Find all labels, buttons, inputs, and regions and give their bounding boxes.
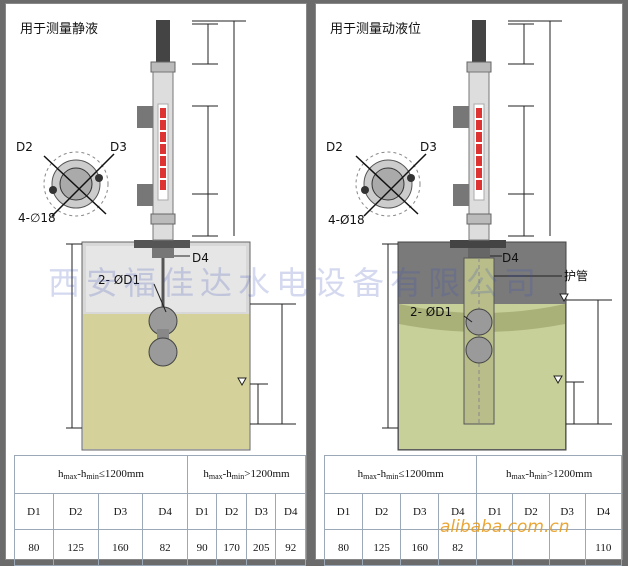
holes-label: 4-Ø18 [328,213,365,227]
d1-label: 2- ØD1 [98,273,140,287]
column-header: D3 [97,493,144,530]
level-marker-top [559,293,569,303]
magnetic-flaps [476,108,482,190]
flange-neck [468,248,490,258]
dimension-table: hmax-hmin≤1200mm hmax-hmin>1200mm D1 D2 … [14,455,307,566]
table-cell: 80 [323,529,364,566]
guard-label: 护管 [564,268,588,283]
range-small-header: hmax-hmin≤1200mm [323,455,478,494]
static-gauge-diagram: D2 D3 4-∅18 D4 2- ØD1 [16,20,296,451]
panel-title: 用于测量动液位 [330,22,422,37]
column-header: D3 [548,493,586,530]
dynamic-liquid-panel: 用于测量动液位 [316,4,623,566]
d1-leader [153,283,167,313]
column-header: D2 [512,493,550,530]
column-header: D1 [186,493,218,530]
table-cell: 205 [245,529,277,566]
d4-label: D4 [502,251,519,265]
column-header: D2 [52,493,99,530]
table-cell: 82 [142,529,188,566]
flange [134,240,190,248]
column-header: D4 [142,493,188,530]
range-large-header: hmax-hmin>1200mm [186,455,307,494]
level-marker [237,377,247,387]
float [465,308,493,364]
column-header: D4 [438,493,478,530]
table-cell: 92 [275,529,306,566]
gauge-body [137,20,176,241]
level-marker [553,375,563,385]
table-cell: 160 [400,529,440,566]
table-cell: 110 [584,529,623,566]
d1-label: 2- ØD1 [410,305,452,319]
flange [450,240,506,248]
d2-label: D2 [16,140,33,154]
column-header: D3 [400,493,440,530]
flange-top-view [355,151,427,217]
dimension-table: hmax-hmin≤1200mm hmax-hmin>1200mm D1 D2 … [323,455,623,566]
column-header: D2 [362,493,402,530]
column-header: D4 [275,493,306,530]
magnetic-flaps [160,108,166,190]
table-cell: 125 [52,529,99,566]
flange-top-view [43,151,115,217]
gauge-body [453,20,492,241]
float [148,258,178,367]
column-header: D1 [14,493,54,530]
column-header: D4 [584,493,623,530]
table-cell: 160 [97,529,144,566]
d1-leader [463,315,473,323]
dynamic-gauge-diagram: D2 D3 4-Ø18 D4 护管 2- ØD1 [326,20,612,451]
holes-label: 4-∅18 [18,211,56,225]
flange-neck [152,248,174,258]
table-cell: 170 [216,529,247,566]
d4-label: D4 [192,251,209,265]
d3-label: D3 [110,140,127,154]
company-watermark: 西安福佳达水电设备有限公司 [48,264,543,302]
column-header: D1 [476,493,514,530]
table-cell: 80 [14,529,54,566]
range-large-header: hmax-hmin>1200mm [476,455,622,494]
dimension-lines [382,20,612,429]
range-small-header: hmax-hmin≤1200mm [14,455,188,494]
dimension-lines [66,20,296,429]
column-header: D2 [216,493,247,530]
panel-title: 用于测量静液 [20,22,99,37]
table-cell: 125 [362,529,402,566]
d3-label: D3 [420,140,437,154]
d2-label: D2 [326,140,343,154]
column-header: D1 [323,493,364,530]
site-watermark: alibaba.com.cn [440,517,570,537]
column-header: D3 [245,493,277,530]
table-cell: 90 [186,529,218,566]
